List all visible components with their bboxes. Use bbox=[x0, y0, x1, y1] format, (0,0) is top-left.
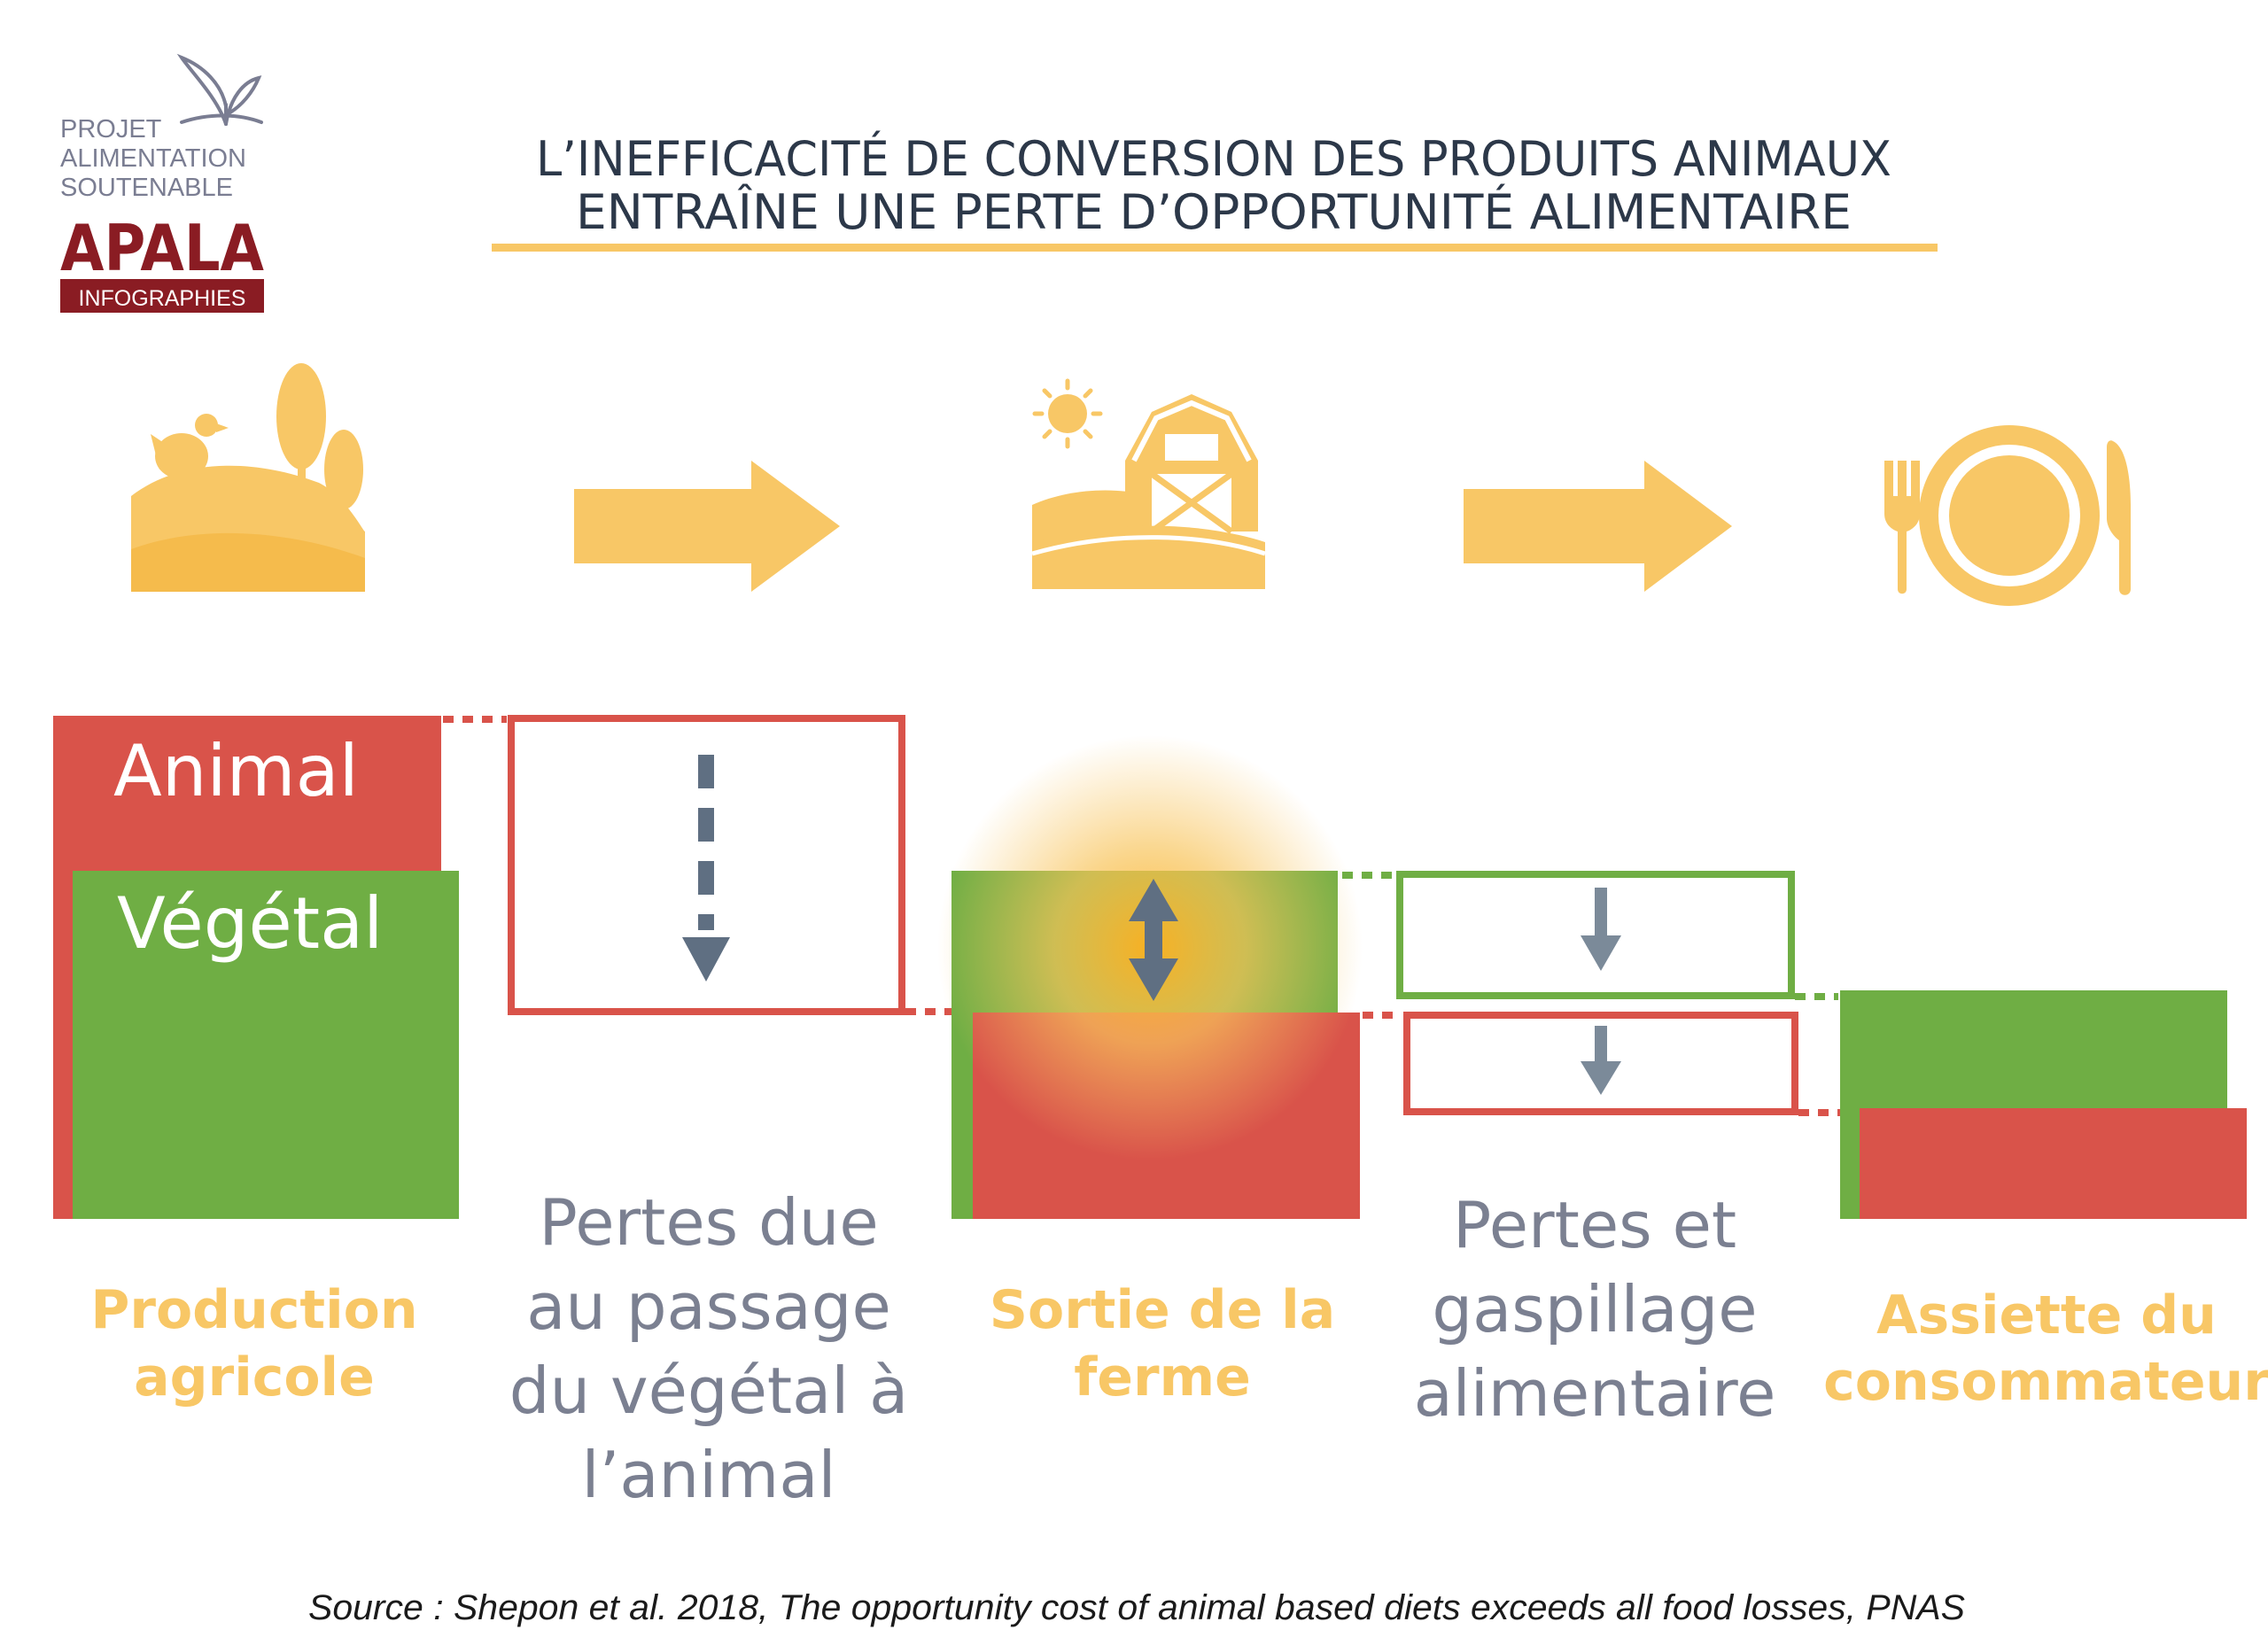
stage-1-line-1: Production bbox=[90, 1279, 417, 1341]
brand-subtitle: INFOGRAPHIES bbox=[79, 286, 246, 311]
up-down-arrow-icon bbox=[1129, 879, 1178, 1001]
project-logo: PROJET ALIMENTATION SOUTENABLE APALA INF… bbox=[60, 53, 264, 313]
conversion-loss-box bbox=[443, 715, 966, 1015]
stage-3-line-1: Sortie de la bbox=[990, 1279, 1335, 1341]
animal-loss-outline bbox=[1403, 1012, 1798, 1115]
stage-label-farm-output: Sortie de la ferme bbox=[990, 1279, 1335, 1408]
right-arrow-icon bbox=[574, 461, 840, 592]
brand-subtitle-bar bbox=[60, 279, 264, 313]
stage-1-line-2: agricole bbox=[134, 1346, 375, 1408]
stage-2-line-2: au passage bbox=[526, 1269, 891, 1344]
vegetal-bar bbox=[73, 871, 459, 1219]
chicken-trees-hill-icon bbox=[131, 363, 365, 592]
stage-4-line-3: alimentaire bbox=[1414, 1356, 1776, 1431]
title-line-1: L’INEFFICACITÉ DE CONVERSION DES PRODUIT… bbox=[536, 131, 1891, 187]
stage-5-line-2: consommateur bbox=[1823, 1351, 2268, 1413]
title-line-2: ENTRAÎNE UNE PERTE D’OPPORTUNITÉ ALIMENT… bbox=[576, 184, 1852, 240]
animal-label: Animal bbox=[113, 730, 359, 812]
fork-plate-knife-icon bbox=[1884, 425, 2131, 606]
loss-outline bbox=[508, 715, 905, 1015]
brand-wordmark: APALA bbox=[60, 211, 264, 285]
down-arrow-icon bbox=[1581, 1026, 1621, 1095]
sprout-icon bbox=[176, 53, 263, 126]
vegetal-loss-outline bbox=[1396, 871, 1795, 999]
title-underline bbox=[492, 244, 1938, 252]
stage-4-line-1: Pertes et bbox=[1453, 1188, 1736, 1262]
stage-2-line-1: Pertes due bbox=[539, 1185, 878, 1260]
dashed-down-arrow-icon bbox=[682, 755, 730, 982]
right-arrow-icon bbox=[1464, 461, 1732, 592]
barn-sun-icon bbox=[1031, 378, 1266, 589]
stage-2-line-3: du végétal à bbox=[509, 1354, 909, 1428]
stage-label-conversion-loss: Pertes due au passage du végétal à l’ani… bbox=[509, 1185, 909, 1512]
farm-output-bars bbox=[937, 735, 1363, 1219]
production-bars: Animal Végétal bbox=[53, 716, 459, 1219]
down-arrow-icon bbox=[1581, 888, 1621, 971]
stage-2-line-4: l’animal bbox=[582, 1438, 836, 1512]
logo-line-2: ALIMENTATION bbox=[60, 144, 246, 173]
stage-label-plate: Assiette du consommateur bbox=[1823, 1284, 2268, 1413]
page-title: L’INEFFICACITÉ DE CONVERSION DES PRODUIT… bbox=[492, 131, 1938, 252]
plate-bars bbox=[1795, 990, 2247, 1219]
vegetal-label: Végétal bbox=[117, 882, 383, 965]
food-waste-boxes bbox=[1342, 871, 1798, 1115]
source-citation: Source : Shepon et al. 2018, The opportu… bbox=[308, 1588, 1965, 1627]
logo-line-3: SOUTENABLE bbox=[60, 174, 233, 202]
animal-bar bbox=[1860, 1108, 2247, 1219]
logo-line-1: PROJET bbox=[60, 115, 162, 144]
stage-4-line-2: gaspillage bbox=[1432, 1272, 1757, 1346]
stage-label-production: Production agricole bbox=[90, 1279, 417, 1408]
stage-label-food-waste: Pertes et gaspillage alimentaire bbox=[1414, 1188, 1776, 1431]
stage-5-line-1: Assiette du bbox=[1876, 1284, 2217, 1346]
stage-3-line-2: ferme bbox=[1074, 1346, 1251, 1408]
